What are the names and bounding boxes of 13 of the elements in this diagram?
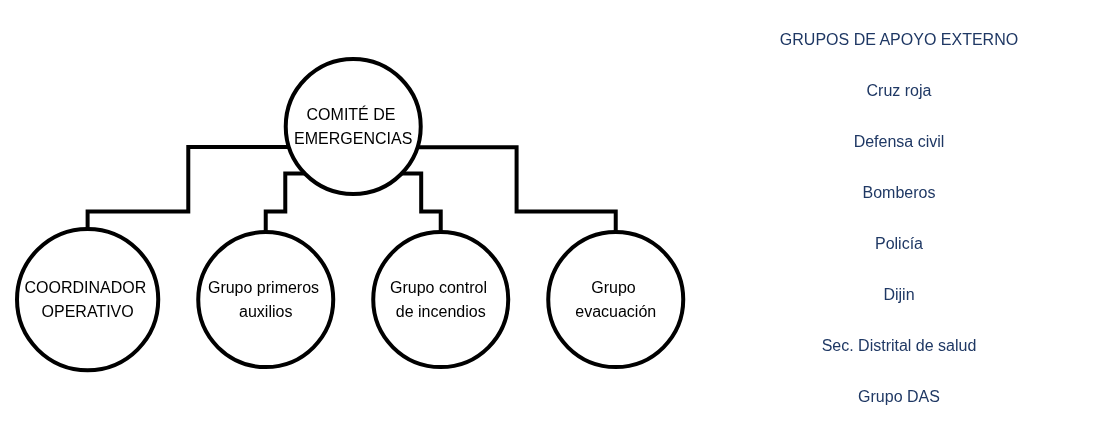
list-label: Policía [875,235,923,254]
node-circle: Grupo control de incendios [371,230,511,369]
node-circle: Grupo primeros auxilios [196,230,336,369]
list-label: Sec. Distrital de salud [821,337,977,356]
list-label: Cruz roja [866,81,932,100]
list-label: Grupo DAS [858,388,940,407]
list-label: Defensa civil [853,132,945,151]
heading-label: GRUPOS DE APOYO EXTERNO [779,30,1019,49]
node-circle: COMITÉ DE EMERGENCIAS [283,56,423,196]
node-circle: COORDINADOR OPERATIVO [14,226,161,373]
node-circle: Grupo evacuación [546,230,686,369]
list-label: Bomberos [862,183,936,202]
list-label: Dijin [883,286,915,305]
